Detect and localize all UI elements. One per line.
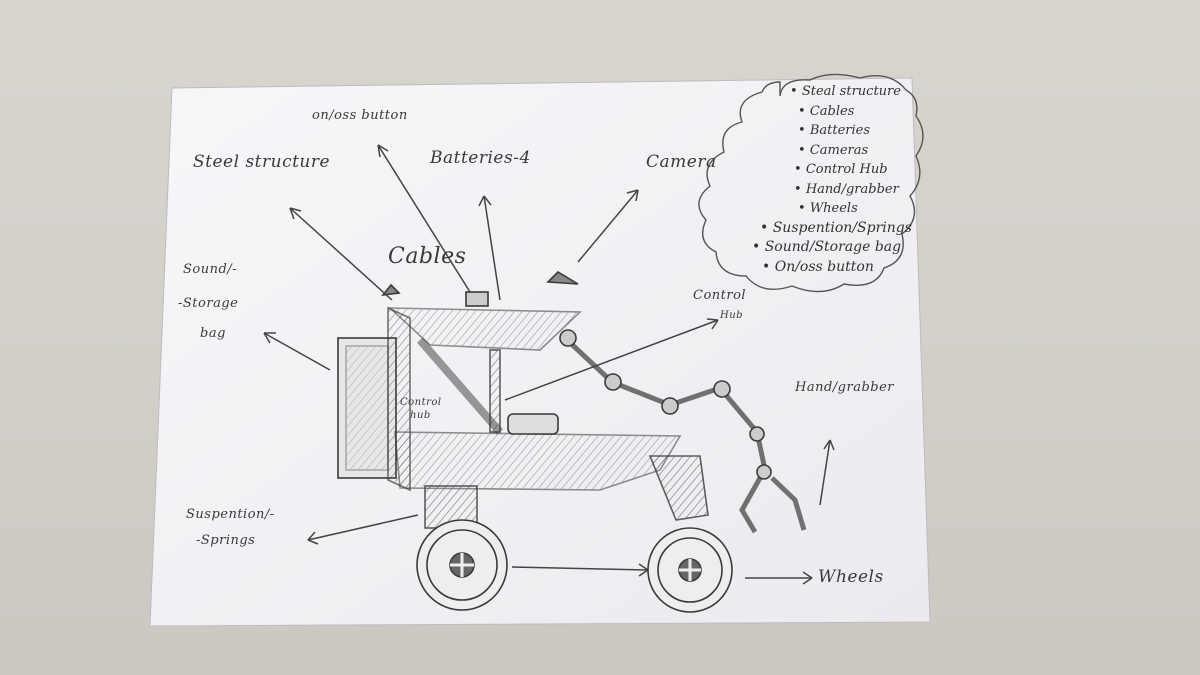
list-item: On/oss button	[762, 258, 912, 278]
label-control-hub-line2: Hub	[720, 310, 744, 321]
list-item: Suspention/Springs	[760, 219, 912, 239]
label-batteries: Batteries-4	[430, 148, 531, 168]
paper-sheet	[149, 77, 931, 627]
label-sound-storage-line1: Sound/-	[183, 262, 238, 277]
list-item: Wheels	[790, 199, 912, 219]
rover-drawing	[337, 270, 807, 534]
list-item: Control Hub	[790, 160, 912, 180]
label-hand-grabber: Hand/grabber	[795, 380, 894, 395]
parts-list: Steal structure Cables Batteries Cameras…	[765, 82, 912, 277]
label-wheels: Wheels	[818, 567, 884, 587]
list-item: Sound/Storage bag	[752, 238, 912, 258]
list-item: Steal structure	[790, 82, 912, 102]
label-suspension-line1: Suspention/-	[186, 507, 275, 522]
list-item: Hand/grabber	[790, 180, 912, 200]
label-suspension-line2: -Springs	[196, 533, 256, 548]
label-on-off-button: on/oss button	[312, 108, 408, 123]
annotation-arrows	[263, 144, 835, 585]
label-control-hub-inner-line1: Control	[400, 397, 442, 408]
label-sound-storage-line2: -Storage	[178, 296, 239, 311]
label-steel-structure: Steel structure	[193, 152, 331, 172]
label-sound-storage-line3: bag	[200, 326, 226, 341]
rover-wheels	[416, 519, 733, 613]
label-control-hub-line1: Control	[693, 288, 747, 303]
list-item: Cables	[790, 102, 912, 122]
label-cables: Cables	[388, 244, 467, 269]
list-item: Cameras	[790, 141, 912, 161]
list-item: Batteries	[790, 121, 912, 141]
label-camera: Camera	[646, 152, 717, 172]
label-control-hub-inner-line2: hub	[410, 410, 431, 421]
